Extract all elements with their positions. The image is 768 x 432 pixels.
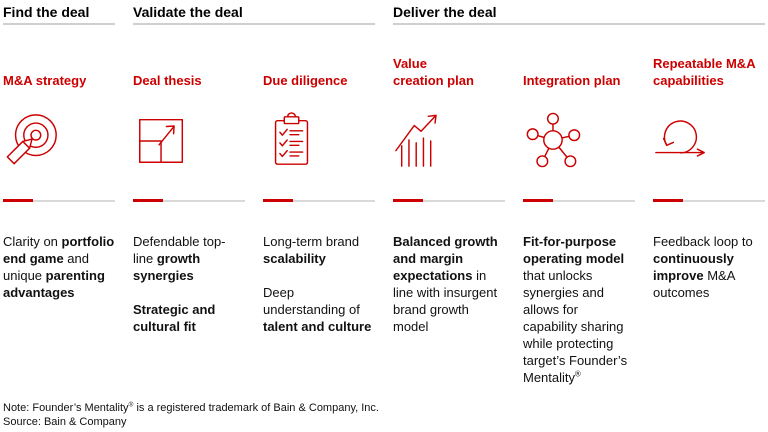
column-body: Feedback loop to continuously improve M&…	[653, 234, 753, 300]
column-accent-rule	[3, 199, 115, 202]
column-accent-rule	[263, 199, 375, 202]
footnote: Note: Founder’s Mentality® is a register…	[3, 401, 379, 414]
footer: Note: Founder’s Mentality® is a register…	[3, 401, 379, 429]
column-title: Due diligence	[263, 73, 348, 88]
phase-underline	[3, 23, 115, 25]
loop-arrow-icon	[653, 111, 765, 173]
phase-title: Validate the deal	[133, 4, 243, 20]
column-due-diligence: Due diligence Long-term	[263, 25, 375, 386]
column-title: Integration plan	[523, 73, 621, 88]
dart-target-icon	[3, 111, 115, 173]
column-title: M&A strategy	[3, 73, 87, 88]
expand-square-icon	[133, 111, 245, 173]
source-line: Source: Bain & Company	[3, 416, 127, 428]
column-accent-rule	[653, 199, 765, 202]
hub-network-icon	[523, 111, 635, 173]
phase-validate-the-deal: Validate the deal	[133, 4, 375, 25]
column-value-creation-plan: Value creation plan Balanced growth and …	[393, 25, 505, 386]
growth-chart-arrow-icon	[393, 111, 505, 173]
columns-row: M&A strategy Clarity on portfolio end ga…	[3, 25, 765, 386]
column-body: Clarity on portfolio end game and unique…	[3, 234, 115, 300]
phase-underline	[393, 23, 765, 25]
column-deal-thesis: Deal thesis Defendable top-line growth s…	[133, 25, 245, 386]
phase-underline	[133, 23, 375, 25]
column-accent-rule	[393, 199, 505, 202]
column-title: Deal thesis	[133, 73, 202, 88]
column-ma-strategy: M&A strategy Clarity on portfolio end ga…	[3, 25, 115, 386]
phase-deliver-the-deal: Deliver the deal	[393, 4, 765, 25]
column-integration-plan: Integration plan Fit-for-purpose o	[523, 25, 635, 386]
column-title: Repeatable M&A capabilities	[653, 56, 756, 88]
column-title: Value creation plan	[393, 56, 474, 88]
column-body: Fit-for-purpose operating model that unl…	[523, 234, 628, 385]
column-accent-rule	[523, 199, 635, 202]
column-repeatable-ma-capabilities: Repeatable M&A capabilities Feedback loo…	[653, 25, 765, 386]
phase-find-the-deal: Find the deal	[3, 4, 115, 25]
column-body: Balanced growth and margin expectations …	[393, 234, 498, 334]
phase-title: Deliver the deal	[393, 4, 497, 20]
phase-header-row: Find the deal Validate the deal Deliver …	[3, 4, 765, 25]
column-accent-rule	[133, 199, 245, 202]
checklist-clipboard-icon	[263, 111, 375, 173]
phase-title: Find the deal	[3, 4, 90, 20]
